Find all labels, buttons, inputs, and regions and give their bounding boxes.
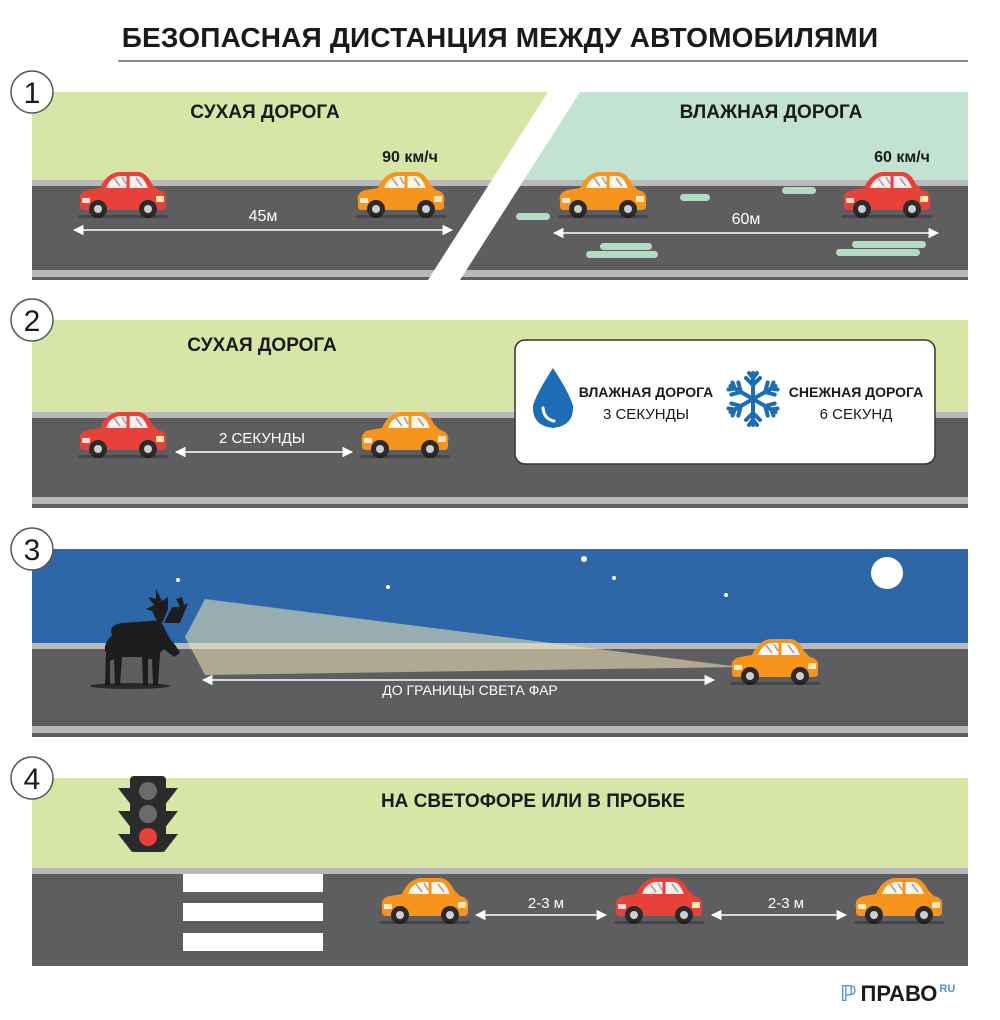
- dry-road-label-2: СУХАЯ ДОРОГА: [187, 335, 337, 356]
- pravo-logo: ℙ ПРАВО RU: [840, 982, 955, 1006]
- dry-distance-label: 45м: [249, 208, 278, 225]
- headlight-distance-label: ДО ГРАНИЦЫ СВЕТА ФАР: [382, 682, 558, 698]
- crosswalk: [183, 874, 323, 951]
- dry-speed-label: 90 км/ч: [382, 149, 438, 166]
- conditions-box: [514, 339, 936, 465]
- panel-1: 1 СУХАЯ ДОРОГА ВЛАЖНАЯ ДОРОГА 90 км/ч 60…: [10, 70, 968, 280]
- snow-road-value: 6 СЕКУНД: [820, 406, 893, 423]
- title-divider: [118, 60, 968, 62]
- gap-label-1: 2-3 м: [528, 895, 564, 912]
- wet-road-title: ВЛАЖНАЯ ДОРОГА: [579, 384, 714, 400]
- logo-suffix: RU: [939, 983, 956, 995]
- moon: [871, 557, 903, 589]
- step-number-2: 2: [24, 305, 41, 338]
- wet-road-label: ВЛАЖНАЯ ДОРОГА: [680, 102, 863, 123]
- step-badge-1: [10, 70, 54, 114]
- moose-icon: [90, 589, 188, 689]
- stars: [176, 556, 728, 597]
- page-title: БЕЗОПАСНАЯ ДИСТАНЦИЯ МЕЖДУ АВТОМОБИЛЯМИ: [121, 22, 879, 53]
- traffic-light-icon: [118, 776, 178, 852]
- water-drop-icon: [532, 368, 574, 428]
- step-number-3: 3: [24, 534, 41, 567]
- snow-road-title: СНЕЖНАЯ ДОРОГА: [789, 384, 923, 400]
- panel-2: 2 СУХАЯ ДОРОГА 2 СЕКУНДЫ ВЛАЖНАЯ ДОРОГА …: [10, 298, 968, 508]
- step-number-1: 1: [24, 77, 41, 110]
- logo-mark: ℙ: [840, 981, 857, 1006]
- gap-label-2: 2-3 м: [768, 895, 804, 912]
- two-seconds-label: 2 СЕКУНДЫ: [219, 430, 305, 447]
- step-badge-4: [10, 756, 54, 800]
- headlight-beam: [185, 599, 740, 675]
- step-badge-3: [10, 527, 54, 571]
- step-number-4: 4: [24, 763, 41, 796]
- panel-3: 3 ДО ГРАНИЦЫ СВЕТА ФАР: [10, 527, 968, 737]
- wet-speed-label: 60 км/ч: [874, 149, 930, 166]
- wet-distance-label: 60м: [732, 211, 761, 228]
- traffic-jam-label: НА СВЕТОФОРЕ ИЛИ В ПРОБКЕ: [381, 791, 685, 812]
- step-badge-2: [10, 298, 54, 342]
- logo-text: ПРАВО: [860, 981, 938, 1006]
- wet-road-value: 3 СЕКУНДЫ: [603, 406, 689, 423]
- dry-road-label: СУХАЯ ДОРОГА: [190, 102, 340, 123]
- snowflake-icon: [724, 371, 782, 427]
- panel-4: 4 НА СВЕТОФОРЕ ИЛИ В ПРОБКЕ 2-3 м 2-3 м: [10, 756, 968, 966]
